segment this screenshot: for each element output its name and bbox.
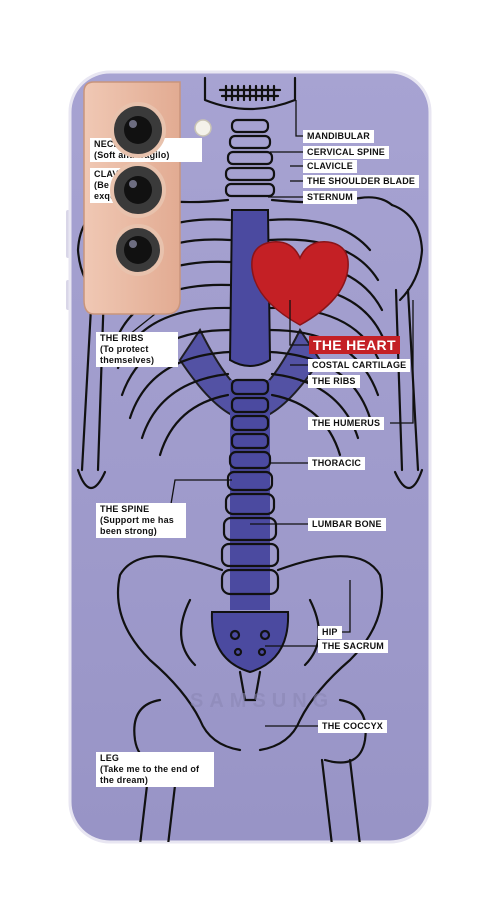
label-the-ribs-left-sub: (To protect themselves) <box>100 344 155 365</box>
clavicle-right <box>270 196 394 207</box>
label-lumbar-bone: LUMBAR BONE <box>308 518 386 531</box>
label-the-spine-title: THE SPINE <box>100 504 150 514</box>
heart-icon <box>251 241 349 326</box>
label-clavicle-left-sub: (Be exquisite) <box>94 180 139 201</box>
label-clavicle: CLAVICLE <box>303 160 357 173</box>
pelvis-left <box>116 555 242 752</box>
flash-icon <box>194 119 212 137</box>
label-the-ribs-left: THE RIBS (To protect themselves) <box>96 332 178 367</box>
label-the-spine: THE SPINE (Support me has been strong) <box>96 503 186 538</box>
label-costal-cartilage: COSTAL CARTILAGE <box>308 359 411 372</box>
label-leg-sub: (Take me to the end of the dream) <box>100 764 200 785</box>
label-thoracic: THORACIC <box>308 457 366 470</box>
mandible-bones <box>203 76 297 111</box>
femur-head-right <box>323 698 367 764</box>
femur-right <box>320 758 362 842</box>
label-cervical-spine: CERVICAL SPINE <box>303 146 389 159</box>
shoulder-right <box>390 203 424 302</box>
cervical-spine <box>224 118 276 198</box>
leader-lines <box>105 100 414 763</box>
label-sternum: STERNUM <box>303 191 357 204</box>
vertebrae <box>220 378 280 596</box>
label-clavicle-left-title: CLAVICLE <box>94 169 140 179</box>
coccyx <box>238 670 262 702</box>
label-neck: NECK (Soft and fragilo) <box>90 138 202 162</box>
label-the-sacrum: THE SACRUM <box>318 640 388 653</box>
label-neck-title: NECK <box>94 139 121 149</box>
label-hip: HIP <box>318 626 342 639</box>
sacrum-fill <box>210 611 290 674</box>
label-leg: LEG (Take me to the end of the dream) <box>96 752 214 787</box>
label-clavicle-left: CLAVICLE (Be exquisite) <box>90 168 148 203</box>
label-neck-sub: (Soft and fragilo) <box>94 150 170 160</box>
label-shoulder-blade: THE SHOULDER BLADE <box>303 175 420 188</box>
humerus-left <box>80 288 106 472</box>
label-the-coccyx: THE COCCYX <box>318 720 388 733</box>
label-leg-title: LEG <box>100 753 120 763</box>
label-the-spine-sub: (Support me has been strong) <box>100 515 175 536</box>
label-the-humerus: THE HUMERUS <box>308 417 385 430</box>
brand-text: SAMSUNG <box>190 690 335 712</box>
label-the-heart: THE HEART <box>309 336 400 354</box>
label-mandibular: MANDIBULAR <box>303 130 374 143</box>
label-the-ribs-right: THE RIBS <box>308 375 360 388</box>
label-the-ribs-left-title: THE RIBS <box>100 333 144 343</box>
